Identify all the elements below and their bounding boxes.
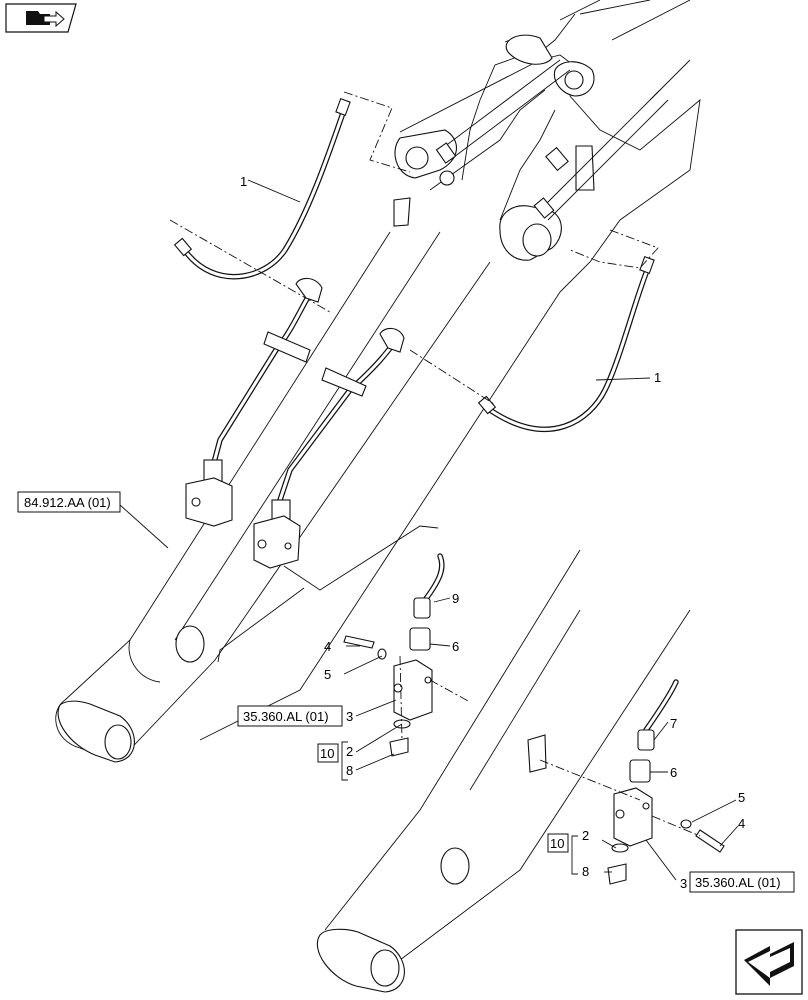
callout-6: 6 (670, 765, 677, 780)
callout-1: 1 (654, 370, 661, 385)
folder-arrow-icon[interactable] (5, 3, 77, 33)
next-page-arrow-icon[interactable] (735, 929, 803, 995)
ref-box-boom[interactable]: 84.912.AA (01) (17, 491, 121, 513)
callout-4: 4 (324, 639, 331, 654)
kit-brackets (341, 741, 578, 875)
kit-box-b[interactable]: 10 (547, 833, 569, 853)
hose-1-upper-left (173, 98, 351, 280)
boom-tubes (185, 277, 405, 569)
callout-4: 4 (738, 816, 745, 831)
ref-valve-a-label: 35.360.AL (01) (243, 709, 329, 724)
callouts: 1 1 9 6 4 5 3 2 8 7 6 5 4 2 8 3 (240, 174, 745, 891)
ref-box-valve-a[interactable]: 35.360.AL (01) (237, 705, 343, 727)
callout-5: 5 (324, 667, 331, 682)
callout-8: 8 (582, 864, 589, 879)
callout-8: 8 (346, 763, 353, 778)
detail-leader-wedge (217, 525, 439, 663)
kit-box-a[interactable]: 10 (317, 743, 339, 763)
lower-boom-arms (316, 549, 691, 993)
ref-box-valve-b[interactable]: 35.360.AL (01) (689, 871, 795, 893)
hose-1-upper-right (477, 256, 655, 432)
callout-2: 2 (346, 744, 353, 759)
kit-b-label: 10 (550, 836, 564, 851)
callout-2: 2 (582, 828, 589, 843)
kit-a-label: 10 (320, 746, 334, 761)
main-boom-arms (55, 231, 561, 763)
leader-lines (119, 179, 739, 881)
callout-1: 1 (240, 174, 247, 189)
callout-3: 3 (680, 876, 687, 891)
callout-3: 3 (346, 709, 353, 724)
callout-6: 6 (452, 639, 459, 654)
valve-assembly-b (539, 679, 725, 885)
valve-assembly-a (343, 553, 471, 757)
upper-boom-structure (393, 0, 701, 293)
callout-9: 9 (452, 591, 459, 606)
ref-valve-b-label: 35.360.AL (01) (695, 875, 781, 890)
callout-5: 5 (738, 790, 745, 805)
ref-boom-label: 84.912.AA (01) (24, 495, 111, 510)
assembly-lines-upper (169, 91, 659, 405)
callout-7: 7 (670, 716, 677, 731)
